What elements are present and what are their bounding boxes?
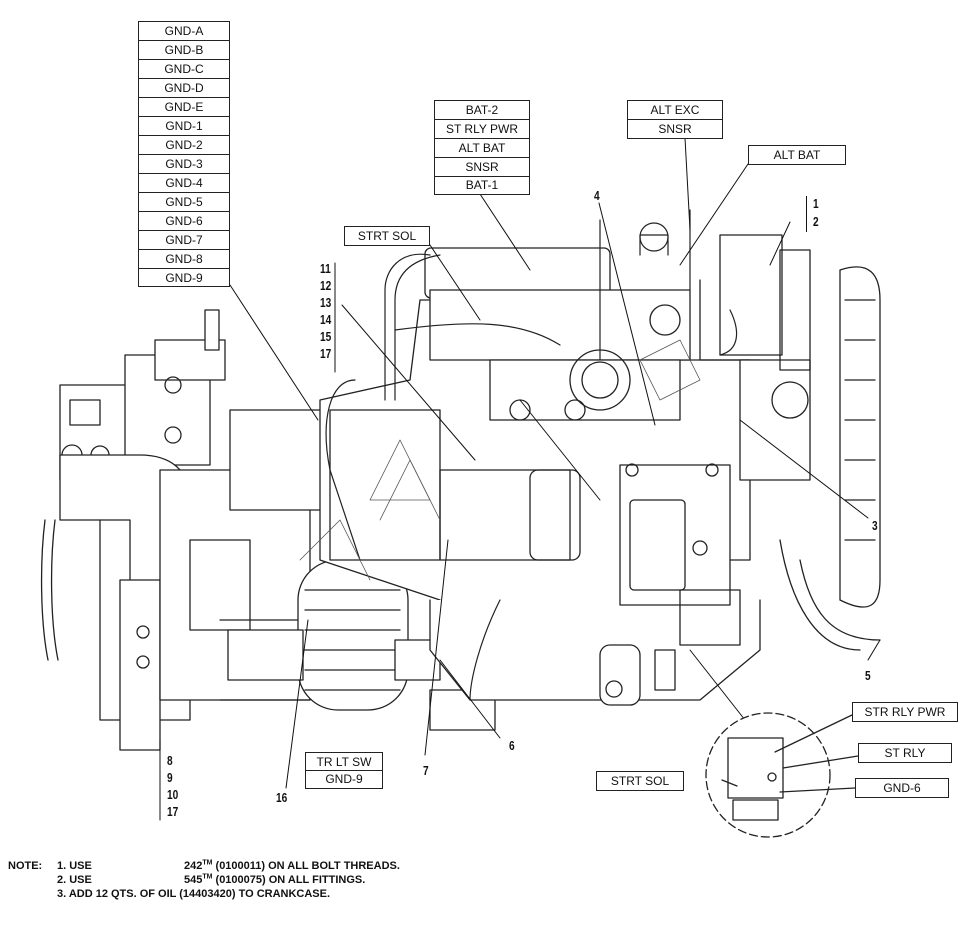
gnd-8-label: GND-8: [139, 250, 229, 269]
note-1-text: 242TM (0100011) ON ALL BOLT THREADS.: [184, 859, 400, 872]
note-3-text: 3. ADD 12 QTS. OF OIL (14403420) TO CRAN…: [57, 888, 331, 900]
battery-label-table: BAT-2 ST RLY PWR ALT BAT SNSR BAT-1: [434, 100, 530, 195]
bat-2-label: BAT-2: [435, 101, 529, 120]
gnd-a-label: GND-A: [139, 22, 229, 41]
callout-13: 13: [320, 295, 332, 310]
detail-str-rly-pwr-label: STR RLY PWR: [852, 702, 958, 722]
gnd-c-label: GND-C: [139, 60, 229, 79]
gnd-6-label: GND-6: [139, 212, 229, 231]
gnd-1-label: GND-1: [139, 117, 229, 136]
gnd-e-label: GND-E: [139, 98, 229, 117]
callout-16: 16: [276, 790, 288, 805]
strt-sol-callout-label: STRT SOL: [344, 226, 430, 246]
cooling-fan: [779, 266, 881, 651]
bat-1-label: BAT-1: [465, 178, 499, 192]
gnd-label-table: GND-A GND-B GND-C GND-D GND-E GND-1 GND-…: [138, 21, 230, 287]
gnd-5-label: GND-5: [139, 193, 229, 212]
note-prefix: NOTE:: [8, 860, 43, 872]
oil-pan: [429, 599, 761, 706]
alt-bat-callout-label: ALT BAT: [748, 145, 846, 165]
gnd-d-label: GND-D: [139, 79, 229, 98]
detail-circle: [705, 712, 859, 838]
callout-14: 14: [320, 312, 332, 327]
callout-2: 2: [813, 214, 819, 229]
hidden-detail: [299, 339, 701, 581]
callout-7: 7: [423, 763, 429, 778]
callout-6: 6: [509, 738, 515, 753]
hydraulic-pump: [59, 309, 226, 481]
callout-3: 3: [872, 518, 878, 533]
alt-exc-label: ALT EXC: [628, 101, 722, 120]
callout-11: 11: [320, 261, 331, 276]
callout-5: 5: [865, 668, 871, 683]
detail-st-rly-label: ST RLY: [858, 743, 952, 763]
callout-4: 4: [594, 188, 600, 203]
alt-bat-label: ALT BAT: [435, 139, 529, 158]
gnd-9-label: GND-9: [165, 271, 203, 285]
oil-filter: [619, 463, 741, 646]
detail-strt-sol-label: STRT SOL: [596, 771, 684, 791]
gnd-b-label: GND-B: [139, 41, 229, 60]
callout-15: 15: [320, 329, 332, 344]
callout-9: 9: [167, 770, 173, 785]
gnd-4-label: GND-4: [139, 174, 229, 193]
gnd-7-label: GND-7: [139, 231, 229, 250]
tr-lt-sw-label-table: TR LT SW GND-9: [305, 752, 383, 789]
note-1-item: 1. USE: [57, 860, 92, 872]
tr-lt-sw-label: TR LT SW: [306, 753, 382, 771]
callout-1: 1: [813, 196, 819, 211]
alt-exc-snsr-label: SNSR: [658, 122, 692, 136]
note-2-item: 2. USE: [57, 874, 92, 886]
st-rly-pwr-label: ST RLY PWR: [435, 120, 529, 139]
note-2-text: 545TM (0100075) ON ALL FITTINGS.: [184, 873, 366, 886]
callout-8: 8: [167, 753, 173, 768]
gnd-2-label: GND-2: [139, 136, 229, 155]
callout-1-2-bar: [806, 196, 807, 232]
callout-group-left: 11 12 13 14 15 17: [320, 260, 334, 362]
snsr-label: SNSR: [435, 158, 529, 177]
callout-group-bottom: 8 9 10 17: [167, 752, 181, 820]
gnd-3-label: GND-3: [139, 155, 229, 174]
callout-12: 12: [320, 278, 332, 293]
tr-lt-gnd-9-label: GND-9: [325, 772, 363, 786]
alternator: [649, 234, 811, 481]
callout-17-left: 17: [320, 346, 332, 361]
leader-lines: [159, 137, 881, 821]
detail-gnd-6-label: GND-6: [855, 778, 949, 798]
callout-10: 10: [167, 787, 179, 802]
starter-motor: [227, 559, 496, 731]
callout-17-bottom: 17: [167, 804, 179, 819]
alt-exc-label-table: ALT EXC SNSR: [627, 100, 723, 139]
tubes: [325, 209, 738, 701]
